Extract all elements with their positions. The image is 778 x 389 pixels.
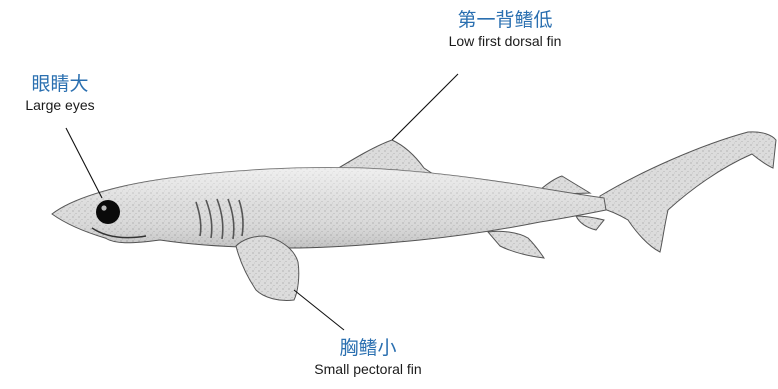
pectoral-fin-label-en: Small pectoral fin xyxy=(268,360,468,378)
anal-fin xyxy=(576,216,604,230)
eyes-label-en: Large eyes xyxy=(0,96,120,114)
pectoral-fin-label-zh: 胸鳍小 xyxy=(268,336,468,360)
eyes-label-zh: 眼睛大 xyxy=(0,72,120,96)
pectoral-fin-label: 胸鳍小 Small pectoral fin xyxy=(268,336,468,378)
eyes-leader-line xyxy=(66,128,102,198)
dorsal-leader-line xyxy=(392,74,458,140)
eyes-label: 眼睛大 Large eyes xyxy=(0,72,120,114)
dorsal-fin-label-zh: 第一背鳍低 xyxy=(405,8,605,32)
shark-eye xyxy=(96,200,120,224)
dorsal-fin-label-en: Low first dorsal fin xyxy=(405,32,605,50)
caudal-fin xyxy=(600,132,776,252)
dorsal-fin-label: 第一背鳍低 Low first dorsal fin xyxy=(405,8,605,50)
pectoral-leader-line xyxy=(294,290,344,330)
pelvic-fin xyxy=(488,231,544,258)
